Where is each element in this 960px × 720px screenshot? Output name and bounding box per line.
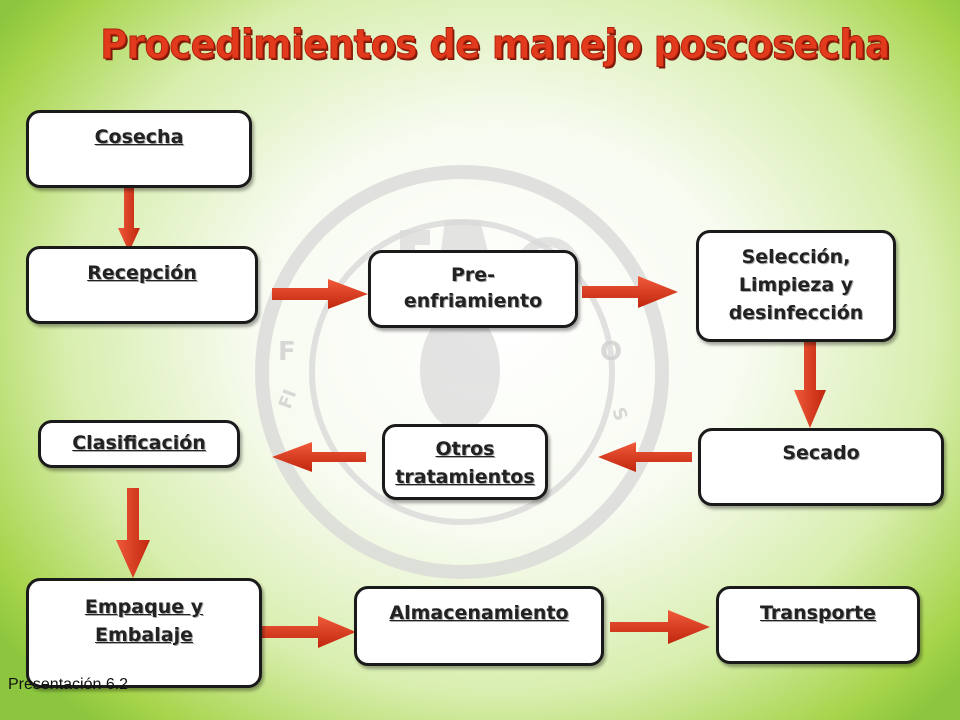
arrow-almacenamiento-transporte xyxy=(610,610,710,644)
step-otros-label-1: Otros xyxy=(435,438,495,460)
arrow-clasificacion-empaque xyxy=(116,488,150,578)
step-otros-label-2: tratamientos xyxy=(395,466,535,488)
arrow-otros-clasificacion xyxy=(272,442,366,472)
step-cosecha: Cosecha xyxy=(26,110,252,188)
watermark-letter-f: F xyxy=(278,337,296,367)
arrow-recepcion-preenfriamiento xyxy=(272,279,368,309)
arrow-seleccion-secado xyxy=(794,328,826,428)
step-transporte-label: Transporte xyxy=(760,602,876,624)
step-seleccion: Selección, Limpieza y desinfección xyxy=(696,230,896,342)
step-clasificacion: Clasificación xyxy=(38,420,240,468)
step-recepcion-label: Recepción xyxy=(87,262,197,284)
arrow-cosecha-recepcion xyxy=(118,186,140,252)
step-preenfriamiento-label-2: enfriamiento xyxy=(403,290,543,312)
step-secado: Secado xyxy=(698,428,944,506)
step-otros-tratamientos: Otros tratamientos xyxy=(382,424,548,500)
arrow-empaque-almacenamiento xyxy=(262,616,356,648)
arrow-preenfriamiento-seleccion xyxy=(582,276,678,308)
step-empaque: Empaque y Embalaje xyxy=(26,578,262,688)
step-empaque-label-2: Embalaje xyxy=(95,624,193,646)
step-seleccion-label-1: Selección, xyxy=(741,246,851,268)
step-almacenamiento-label: Almacenamiento xyxy=(389,602,569,624)
step-seleccion-label-2: Limpieza y xyxy=(738,274,854,296)
step-cosecha-label: Cosecha xyxy=(94,126,184,148)
step-transporte: Transporte xyxy=(716,586,920,664)
step-almacenamiento: Almacenamiento xyxy=(354,586,604,666)
page-title: Procedimientos de manejo poscosecha xyxy=(100,22,891,69)
watermark-letter-o: O xyxy=(600,337,622,367)
step-seleccion-label-3: desinfección xyxy=(728,302,864,324)
step-empaque-label-1: Empaque y xyxy=(84,596,204,618)
step-clasificacion-label: Clasificación xyxy=(72,432,206,454)
slide-footer: Presentación 6.2 xyxy=(8,676,129,693)
arrow-secado-otros xyxy=(598,442,692,472)
step-preenfriamiento-label-1: Pre- xyxy=(450,264,496,286)
step-secado-label: Secado xyxy=(782,442,860,464)
step-recepcion: Recepción xyxy=(26,246,258,324)
step-preenfriamiento: Pre- enfriamiento xyxy=(368,250,578,328)
